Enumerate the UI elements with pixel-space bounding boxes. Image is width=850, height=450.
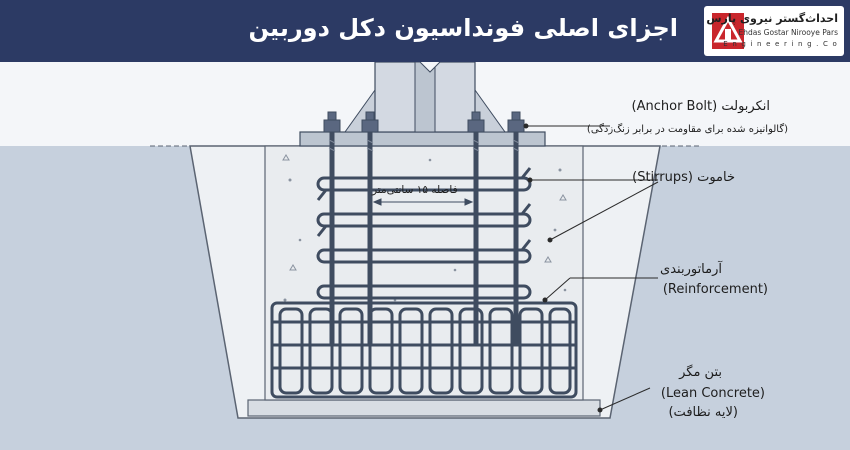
base-plate — [299, 131, 546, 147]
spacing-label: فاصله ۱۵ سانتی‌متر — [372, 184, 458, 196]
reinforcement-label-en: (Reinforcement) — [662, 282, 768, 297]
spacing-dimension — [372, 198, 474, 206]
bolt-threads — [328, 139, 520, 152]
leader-lines — [523, 123, 659, 413]
lean-concrete-label-en: (Lean Concrete) — [660, 386, 765, 401]
concrete-triangles — [282, 154, 567, 271]
anchor-bolts — [323, 111, 525, 133]
logo-fa-text: احداث‌گستر نیروی پارس — [706, 12, 838, 25]
company-logo: احداث‌گستر نیروی پارس Ehdas Gostar Niroo… — [704, 6, 844, 56]
foundation-diagram — [0, 62, 850, 450]
anchor-bolt-note: (گالوانیزه شده برای مقاومت در برابر زنگ‌… — [586, 124, 788, 135]
lean-concrete-note: (لایه نظافت) — [668, 405, 738, 420]
anchor-bolt-label: انکربولت (Anchor Bolt) — [631, 99, 770, 114]
lean-concrete-label-fa: بتن مگر — [679, 365, 722, 380]
lean-concrete-layer — [247, 399, 601, 417]
reinforcement-cage — [270, 301, 578, 399]
stirrups-label: خاموت (Stirrups) — [632, 170, 735, 185]
page-title: اجزای اصلی فونداسیون دکل دوربین — [248, 14, 678, 42]
stirrups — [316, 167, 532, 300]
logo-tagline: E n g i n e e r i n g . C o — [723, 40, 838, 48]
logo-en-text: Ehdas Gostar Nirooye Pars — [738, 28, 838, 37]
logo-mark-icon — [712, 13, 744, 49]
header-bar: اجزای اصلی فونداسیون دکل دوربین احداث‌گس… — [0, 0, 850, 62]
reinforcement-label-fa: آرماتوربندی — [660, 262, 722, 277]
